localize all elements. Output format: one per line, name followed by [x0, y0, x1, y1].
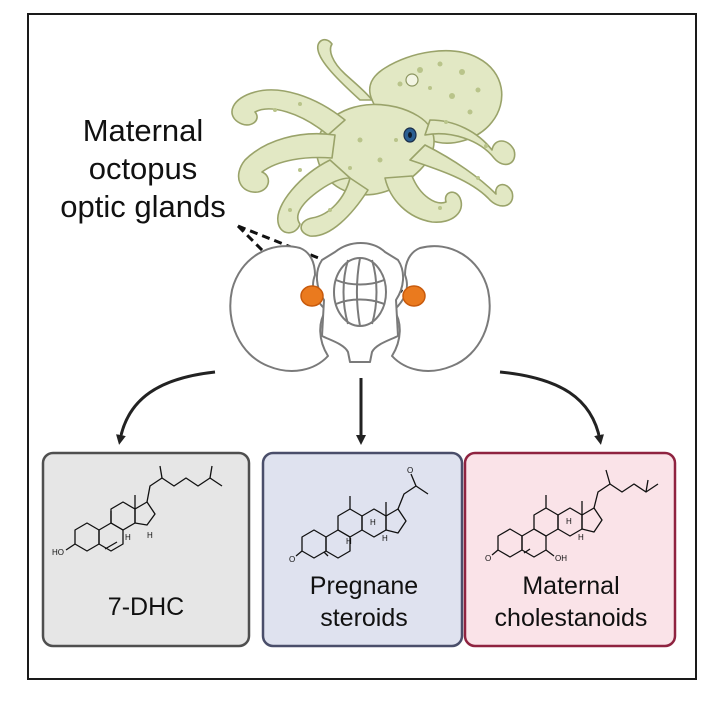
octopus-label-line3: optic glands: [60, 189, 226, 224]
box-label-line2: steroids: [320, 604, 408, 632]
molecule-label-hydroxyl: OH: [555, 554, 567, 563]
molecule-7dhc: [65, 465, 223, 552]
box-7dhc: [41, 451, 251, 648]
box-pregnane-steroids: [261, 451, 464, 648]
pathway-arrows: [116, 370, 604, 445]
octopus-label-line2: octopus: [88, 151, 198, 186]
box-label-line2: cholestanoids: [494, 604, 648, 632]
molecule-label-oxo: O: [289, 555, 295, 564]
molecule-label-h: H: [125, 533, 131, 542]
molecule-label-h: H: [578, 533, 584, 542]
octopus-illustration: [231, 38, 516, 237]
molecule-label-oxo: O: [485, 554, 491, 563]
box-label-pregnane: Pregnane steroids: [264, 570, 464, 634]
molecule-label-h: H: [346, 537, 352, 546]
molecule-label-oxo: O: [407, 466, 413, 475]
octopus-brain-diagram: [229, 242, 491, 372]
box-label-line1: Pregnane: [309, 572, 419, 600]
molecule-label-h: H: [566, 517, 572, 526]
box-maternal-cholestanoids: [463, 451, 677, 648]
molecule-label-hydroxy: HO: [52, 548, 64, 557]
box-label-line1: 7-DHC: [107, 593, 185, 621]
figure-frame: [27, 13, 697, 680]
octopus-label-line1: Maternal: [82, 113, 204, 148]
molecule-label-h: H: [147, 531, 153, 540]
molecule-pregnane: [295, 473, 429, 559]
molecule-label-h: H: [382, 534, 388, 543]
box-label-cholestanoids: Maternal cholestanoids: [466, 570, 676, 634]
box-label-7dhc: 7-DHC: [46, 592, 246, 622]
box-label-line1: Maternal: [522, 572, 620, 600]
molecule-cholestanoid: [491, 469, 659, 558]
octopus-label: Maternal octopus optic glands: [48, 112, 238, 226]
molecule-label-h: H: [370, 518, 376, 527]
